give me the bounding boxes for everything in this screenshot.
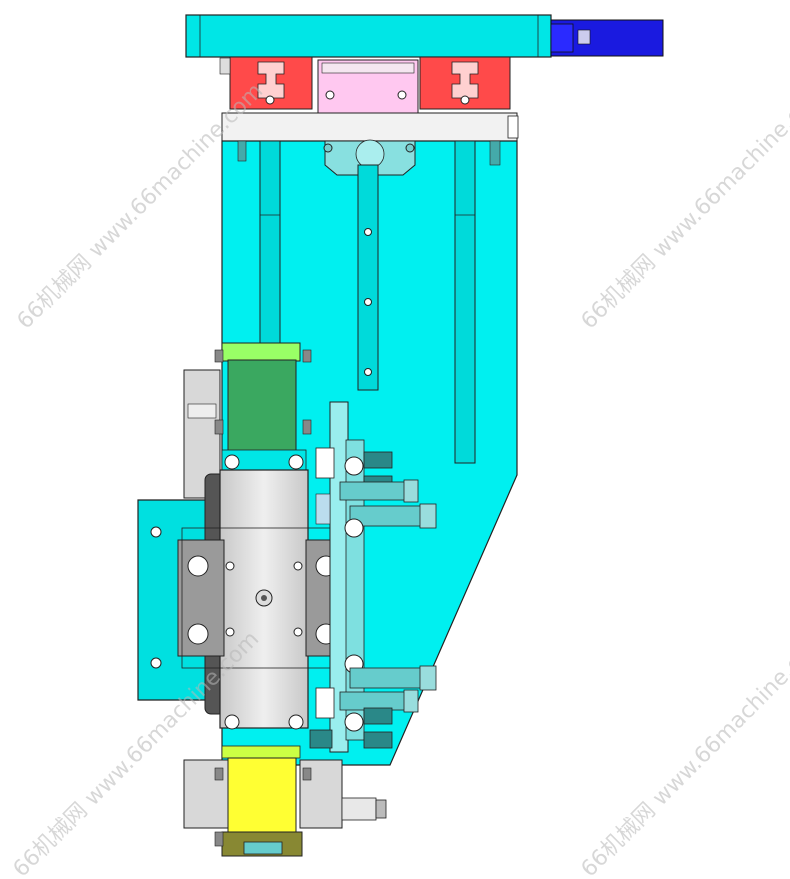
- linear-guide-carriage-left: [219, 56, 313, 110]
- cylinder-main-body: [177, 454, 345, 730]
- top-slide-plate: [185, 14, 552, 58]
- center-connecting-rod: [357, 164, 379, 391]
- green-clamp-block: [214, 342, 312, 471]
- bearing-housing: [323, 139, 416, 176]
- servo-motor: [550, 19, 664, 57]
- yellow-clamp-block: [214, 745, 312, 857]
- top-bolts: [237, 140, 501, 166]
- pink-connector-block: [317, 59, 419, 115]
- lower-pneumatic-fitting: [341, 797, 387, 821]
- mounting-crossbar: [221, 112, 519, 142]
- guide-rod-right: [454, 140, 476, 464]
- upper-fitting-group: [315, 447, 437, 538]
- linear-guide-carriage-right: [419, 56, 511, 110]
- watermark-text: 66机械网 www.66machine.com: [577, 627, 790, 879]
- lower-fitting-group: [309, 654, 437, 749]
- watermark-text: 66机械网 www.66machine.com: [577, 79, 790, 335]
